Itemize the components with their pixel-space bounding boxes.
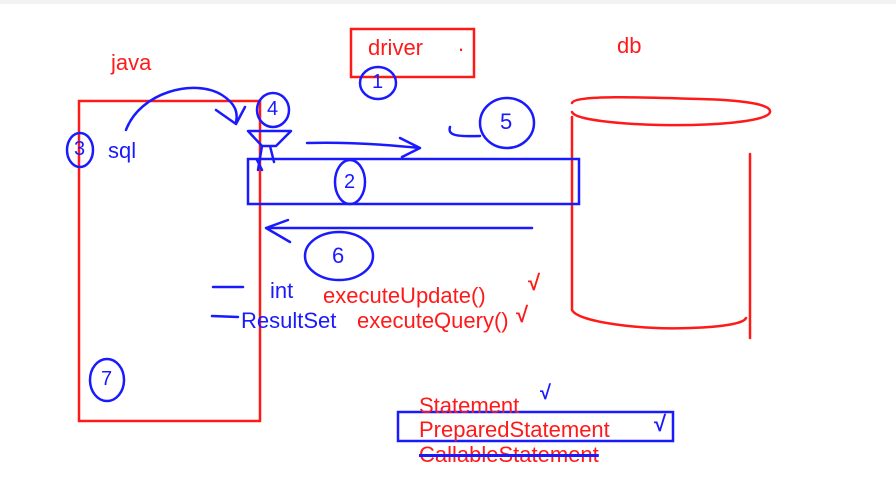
step-3-circle — [65, 131, 95, 169]
dash-resultset — [210, 314, 240, 319]
prepared-statement-label: PreparedStatement — [419, 417, 610, 442]
execute-update-checkmark: √ — [528, 270, 541, 295]
resultset-label: ResultSet — [241, 308, 337, 333]
step-2-circle — [333, 158, 367, 206]
callable-statement-label: CallableStatement — [419, 442, 599, 467]
driver-dot: . — [458, 31, 465, 56]
db-label: db — [617, 33, 642, 58]
step-7-circle — [88, 357, 126, 403]
execute-query-label: executeQuery() — [357, 308, 509, 333]
sql-label: sql — [108, 138, 137, 163]
step-4-number: 4 — [267, 98, 279, 120]
execute-update-label: executeUpdate() — [323, 283, 486, 308]
prepared-statement-checkmark: √ — [654, 411, 667, 436]
step-1-circle — [358, 65, 398, 101]
java-label: java — [111, 50, 152, 75]
request-arrow — [305, 136, 422, 159]
statement-label: Statement — [419, 393, 520, 418]
statement-checkmark: √ — [540, 382, 551, 404]
step-4-circle — [255, 91, 291, 129]
sql-arrowhead — [214, 105, 247, 126]
step-6-number: 6 — [332, 243, 345, 268]
statement-funnel-icon — [246, 129, 293, 172]
step-3-number: 3 — [74, 138, 86, 160]
response-arrow — [264, 218, 534, 244]
step-6-circle — [303, 230, 375, 282]
connection-box — [246, 157, 581, 206]
sql-to-statement-arrow — [124, 86, 238, 132]
step-1-number: 1 — [372, 71, 384, 93]
int-label: int — [270, 278, 294, 303]
driver-box — [349, 27, 476, 79]
top-toolbar-strip — [0, 0, 896, 4]
step-5-circle — [478, 96, 536, 150]
prepared-statement-box — [396, 410, 675, 443]
execute-query-checkmark: √ — [516, 302, 529, 327]
db-cylinder — [570, 95, 772, 340]
step-7-number: 7 — [101, 368, 113, 390]
step-5-number: 5 — [500, 109, 513, 134]
step-2-number: 2 — [344, 171, 356, 193]
driver-label: driver — [368, 35, 424, 60]
step-5-hook — [448, 125, 482, 138]
java-box — [77, 99, 262, 423]
